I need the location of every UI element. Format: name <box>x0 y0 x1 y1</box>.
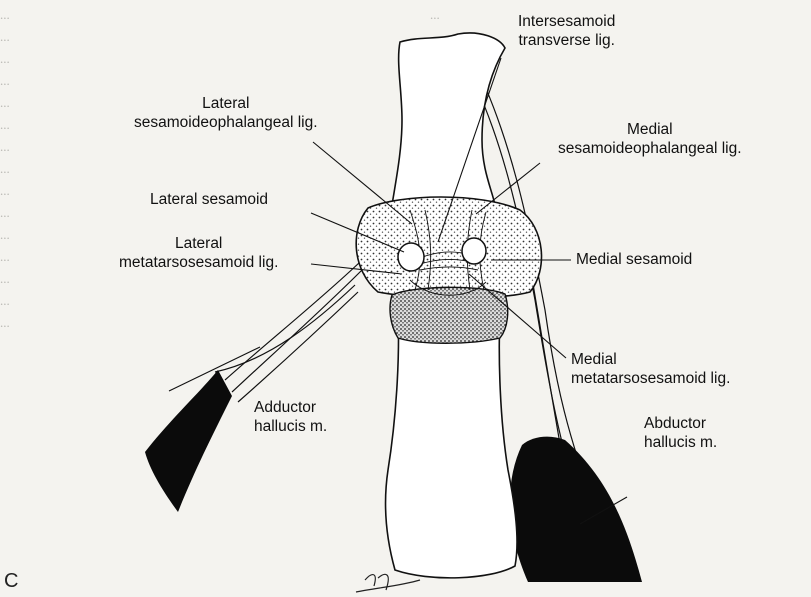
label-medial-sesamoid: Medial sesamoid <box>576 250 692 269</box>
artist-signature <box>356 574 420 592</box>
label-line: transverse lig. <box>518 31 615 50</box>
abductor-hallucis-muscle <box>510 437 642 582</box>
label-medial-metatarsosesamoid-lig: Medial metatarsosesamoid lig. <box>571 350 730 388</box>
label-line: Lateral <box>134 94 318 113</box>
label-line: Medial sesamoid <box>576 250 692 269</box>
label-lateral-metatarsosesamoid-lig: Lateral metatarsosesamoid lig. <box>119 234 278 272</box>
adductor-tendon <box>215 262 362 402</box>
label-adductor-hallucis: Adductor hallucis m. <box>254 398 327 436</box>
label-line: Lateral <box>119 234 278 253</box>
label-line: Lateral sesamoid <box>150 190 268 209</box>
proximal-phalanx <box>392 33 505 215</box>
label-line: hallucis m. <box>644 433 717 452</box>
adductor-hallucis-muscle <box>145 370 232 512</box>
label-line: Intersesamoid <box>518 12 615 31</box>
panel-letter: C <box>4 570 18 593</box>
label-line: metatarsosesamoid lig. <box>119 253 278 272</box>
medial-sesamoid-bone <box>462 238 486 264</box>
label-line: Adductor <box>254 398 327 417</box>
label-lateral-sesamoideophalangeal-lig: Lateral sesamoideophalangeal lig. <box>134 94 318 132</box>
label-line: sesamoideophalangeal lig. <box>134 113 318 132</box>
label-line: Abductor <box>644 414 717 433</box>
metatarsal-shaft <box>386 310 517 578</box>
label-line: sesamoideophalangeal lig. <box>558 139 742 158</box>
metatarsal-head <box>356 197 541 298</box>
label-abductor-hallucis: Abductor hallucis m. <box>644 414 717 452</box>
lateral-sesamoid-bone <box>398 243 424 271</box>
label-lateral-sesamoid: Lateral sesamoid <box>150 190 268 209</box>
label-medial-sesamoideophalangeal-lig: Medial sesamoideophalangeal lig. <box>558 120 742 158</box>
articular-cap <box>390 287 508 343</box>
label-line: Medial <box>571 350 730 369</box>
label-line: metatarsosesamoid lig. <box>571 369 730 388</box>
label-intersesamoid-transverse-lig: Intersesamoid transverse lig. <box>518 12 615 50</box>
label-line: hallucis m. <box>254 417 327 436</box>
label-line: Medial <box>558 120 742 139</box>
